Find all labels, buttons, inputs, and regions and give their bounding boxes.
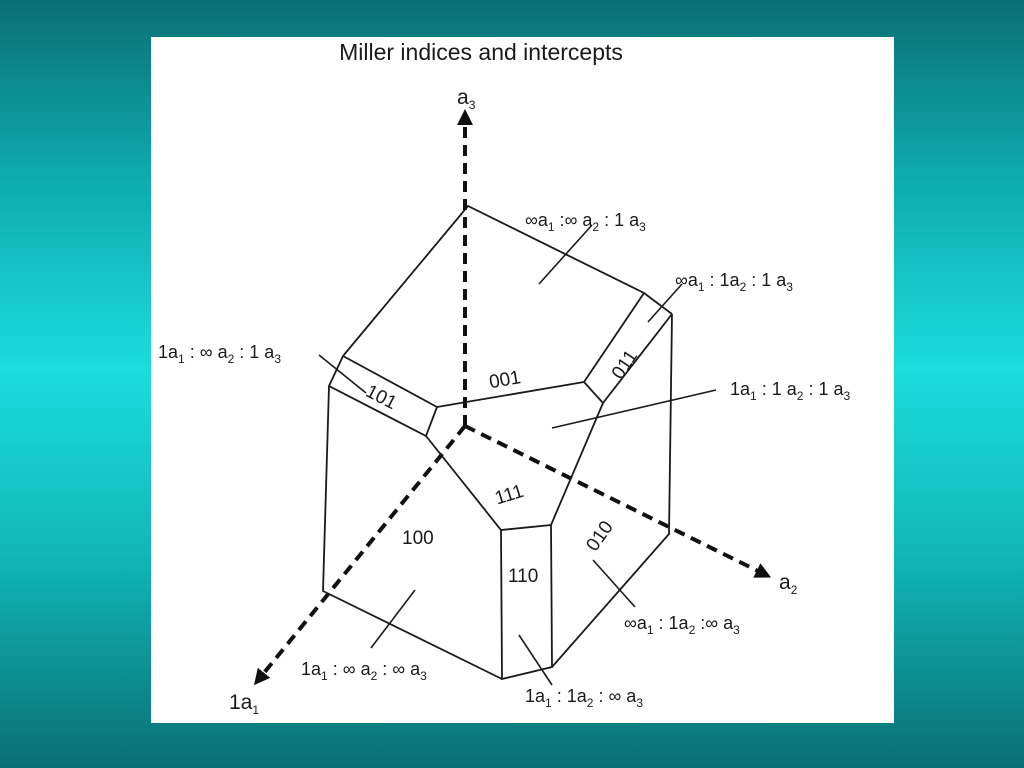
leader-011 (647, 283, 683, 323)
face-label-101: 101 (362, 381, 400, 414)
axis-label-a3: a3 (457, 86, 476, 112)
face-label-010: 010 (582, 517, 617, 555)
edge-110-band (500, 524, 553, 681)
intercept-label-top: ∞a1 :∞ a2 : 1 a3 (525, 210, 646, 234)
axis-a2-line (464, 424, 772, 578)
edge-100-face (322, 385, 503, 680)
face-label-111: 111 (492, 481, 526, 510)
intercept-label-111: 1a1 : 1 a2 : 1 a3 (730, 379, 850, 403)
axis-a1-line (253, 424, 467, 686)
slide-canvas: Miller indices and intercepts (151, 37, 894, 723)
intercept-label-101: 1a1 : ∞ a2 : 1 a3 (158, 342, 281, 366)
leader-100 (370, 589, 416, 649)
leader-top (538, 224, 593, 285)
intercept-label-011: ∞a1 : 1a2 : 1 a3 (675, 270, 793, 294)
leader-101 (318, 354, 367, 394)
edge-111-face (425, 402, 604, 531)
slide-title: Miller indices and intercepts (339, 39, 623, 65)
intercept-label-010: ∞a1 : 1a2 :∞ a3 (624, 613, 740, 637)
edge-001-bottom (436, 381, 585, 408)
crystal-diagram: a3 a2 1a1 001 011 101 111 100 010 110 ∞a… (158, 86, 850, 717)
axes-group (253, 109, 772, 686)
crystal-edges (322, 204, 673, 681)
axis-label-a1: 1a1 (229, 691, 259, 717)
leader-110 (518, 634, 553, 686)
face-label-001: 001 (488, 367, 523, 393)
intercept-label-100: 1a1 : ∞ a2 : ∞ a3 (301, 659, 427, 683)
leader-111 (551, 389, 717, 429)
intercept-label-110: 1a1 : 1a2 : ∞ a3 (525, 686, 643, 710)
edge-011-band (582, 292, 673, 405)
edge-top-face (342, 204, 673, 357)
edge-010-face (551, 313, 673, 668)
face-label-011: 011 (608, 346, 642, 383)
leader-lines (318, 224, 717, 686)
face-label-100: 100 (402, 528, 434, 549)
face-label-110: 110 (508, 566, 538, 587)
leader-010 (592, 559, 636, 608)
axis-label-a2: a2 (779, 571, 798, 597)
